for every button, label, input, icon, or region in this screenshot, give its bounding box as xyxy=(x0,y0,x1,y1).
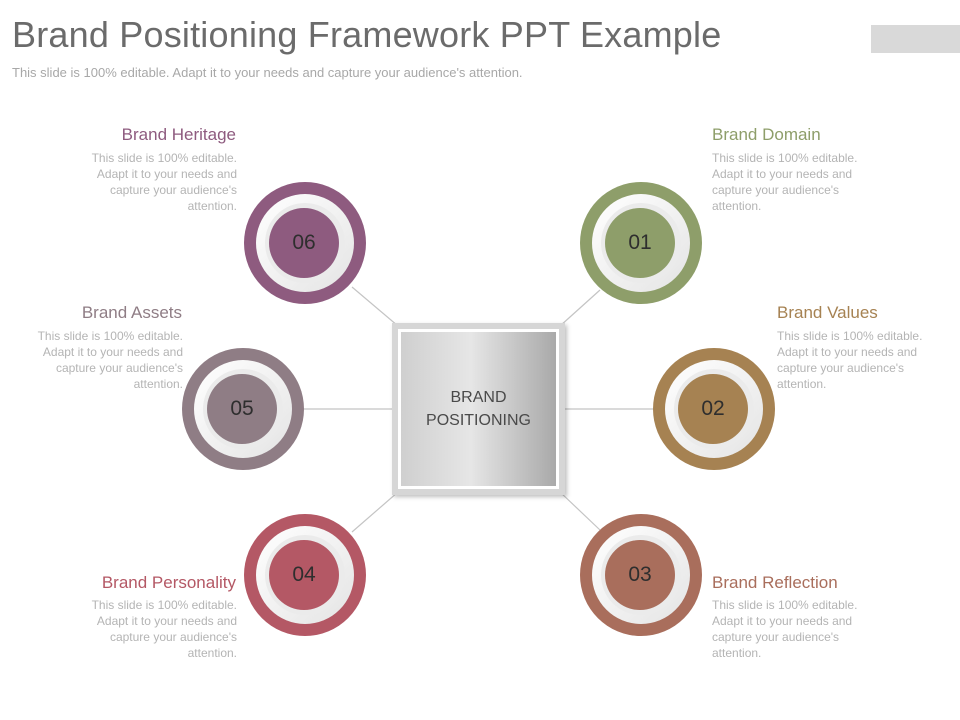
number-06: 06 xyxy=(292,231,316,254)
circle-04 xyxy=(244,514,366,636)
connector-lines xyxy=(302,286,655,533)
body-brand-reflection: This slide is 100% editable. Adapt it to… xyxy=(712,598,858,660)
heading-brand-values: Brand Values xyxy=(777,303,878,322)
body-brand-heritage: This slide is 100% editable. Adapt it to… xyxy=(91,151,237,213)
number-01: 01 xyxy=(628,231,652,254)
number-04: 04 xyxy=(292,563,316,586)
circle-01 xyxy=(580,182,702,304)
circle-02 xyxy=(653,348,775,470)
slide-title: Brand Positioning Framework PPT Example xyxy=(12,14,722,55)
connector-03 xyxy=(559,491,601,531)
slide-subtitle: This slide is 100% editable. Adapt it to… xyxy=(12,65,523,80)
circle-inner xyxy=(605,540,675,610)
heading-brand-reflection: Brand Reflection xyxy=(712,573,838,592)
number-05: 05 xyxy=(230,397,254,420)
body-brand-personality: This slide is 100% editable. Adapt it to… xyxy=(91,598,237,660)
circle-06 xyxy=(244,182,366,304)
number-02: 02 xyxy=(701,397,725,420)
header-decoration-bar xyxy=(871,25,960,53)
circle-05 xyxy=(182,348,304,470)
circle-inner xyxy=(678,374,748,444)
center-label: BRAND POSITIONING xyxy=(400,386,557,432)
body-brand-assets: This slide is 100% editable. Adapt it to… xyxy=(37,329,183,391)
circle-inner xyxy=(207,374,277,444)
circle-inner xyxy=(269,208,339,278)
body-brand-values: This slide is 100% editable. Adapt it to… xyxy=(777,329,923,391)
circle-inner xyxy=(269,540,339,610)
circle-inner xyxy=(605,208,675,278)
heading-brand-assets: Brand Assets xyxy=(81,303,182,322)
number-03: 03 xyxy=(628,563,652,586)
connector-06 xyxy=(351,286,399,327)
connector-01 xyxy=(559,289,601,327)
heading-brand-personality: Brand Personality xyxy=(101,573,236,592)
circle-03 xyxy=(580,514,702,636)
center-label-line1: BRAND xyxy=(450,389,507,406)
heading-brand-domain: Brand Domain xyxy=(712,125,821,144)
connector-04 xyxy=(351,491,399,533)
body-brand-domain: This slide is 100% editable. Adapt it to… xyxy=(712,151,858,213)
center-label-line2: POSITIONING xyxy=(426,412,531,429)
center-square xyxy=(392,323,565,495)
heading-brand-heritage: Brand Heritage xyxy=(121,125,236,144)
